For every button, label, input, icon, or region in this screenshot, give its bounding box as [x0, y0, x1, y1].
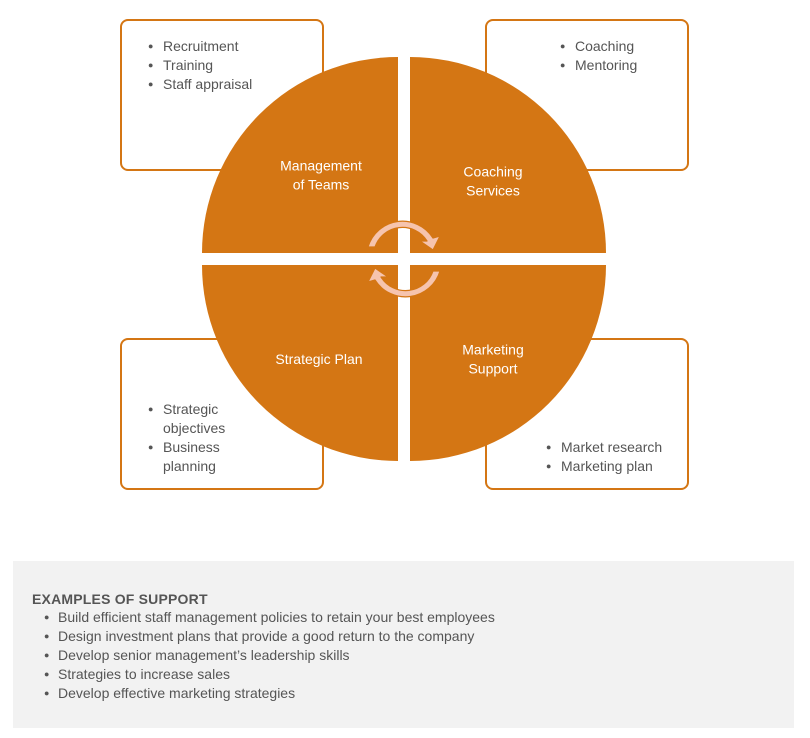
- list-item: Business planning: [148, 438, 243, 476]
- list-item: Marketing plan: [546, 457, 681, 476]
- examples-panel: EXAMPLES OF SUPPORT Build efficient staf…: [13, 561, 794, 728]
- quadrant-label-line: Strategic Plan: [275, 351, 362, 367]
- quadrant-label-line: Support: [468, 361, 517, 377]
- cycle-arrows-icon: [367, 220, 441, 298]
- box-list-top-right: CoachingMentoring: [560, 37, 680, 75]
- quadrant-label-line: Coaching: [463, 164, 522, 180]
- quadrant-management-of-teams: [202, 57, 398, 253]
- quadrant-marketing-support: [410, 265, 606, 461]
- quadrant-label-top-left: Management of Teams: [280, 158, 362, 193]
- quadrant-label-bottom-left: Strategic Plan: [275, 351, 362, 367]
- list-item: Market research: [546, 438, 681, 457]
- examples-title: EXAMPLES OF SUPPORT: [32, 591, 208, 607]
- quadrant-label-line: Management: [280, 158, 362, 174]
- list-item: Mentoring: [560, 56, 680, 75]
- list-item: Coaching: [560, 37, 680, 56]
- list-item: Design investment plans that provide a g…: [44, 627, 495, 646]
- list-item: Develop senior management’s leadership s…: [44, 646, 495, 665]
- box-list-bottom-left: Strategic objectivesBusiness planning: [148, 400, 243, 476]
- list-item: Strategies to increase sales: [44, 665, 495, 684]
- list-item: Build efficient staff management policie…: [44, 608, 495, 627]
- list-item: Training: [148, 56, 308, 75]
- box-list-bottom-right: Market researchMarketing plan: [546, 438, 681, 476]
- quadrant-label-line: of Teams: [293, 177, 350, 193]
- examples-list: Build efficient staff management policie…: [44, 608, 495, 703]
- box-list-top-left: RecruitmentTrainingStaff appraisal: [148, 37, 308, 94]
- quadrant-label-line: Services: [466, 183, 520, 199]
- quadrant-strategic-plan: [202, 265, 398, 461]
- quadrant-coaching-services: [410, 57, 606, 253]
- list-item: Recruitment: [148, 37, 308, 56]
- quadrant-label-line: Marketing: [462, 342, 523, 358]
- list-item: Staff appraisal: [148, 75, 308, 94]
- list-item: Develop effective marketing strategies: [44, 684, 495, 703]
- list-item: Strategic objectives: [148, 400, 243, 438]
